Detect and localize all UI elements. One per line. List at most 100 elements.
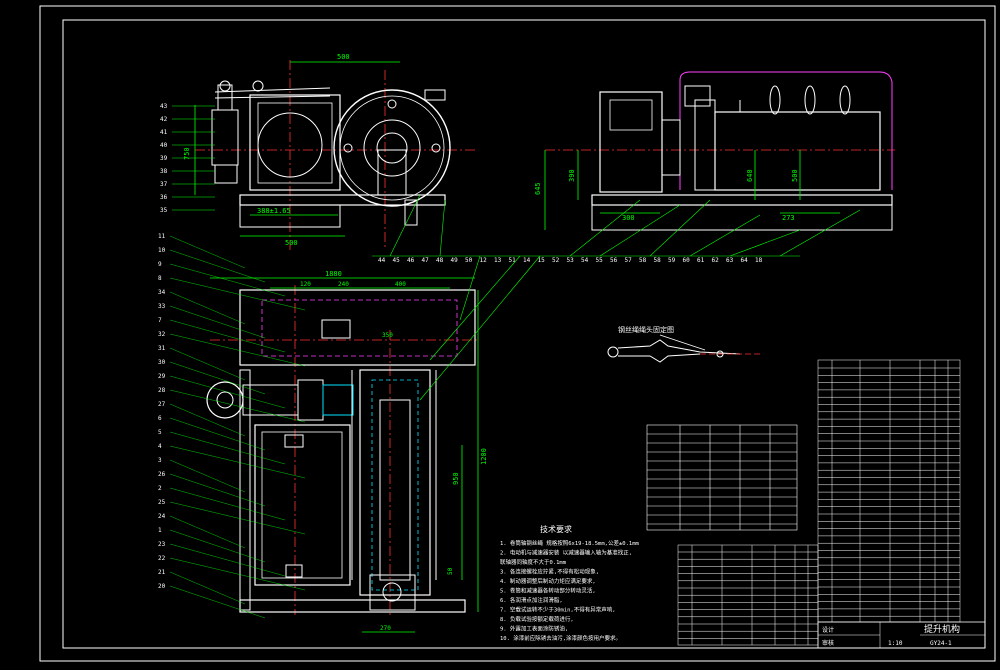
part-label-plan: 1 [158, 527, 162, 534]
part-label-front: 43 [160, 103, 168, 110]
title-block: 设计 审核 1:10 提升机构 GY24-1 [817, 621, 986, 649]
dim-side-h1: 390 [568, 169, 576, 182]
part-label-row: 63 [726, 257, 734, 264]
leader-line [169, 403, 246, 437]
part-label-plan: 5 [158, 429, 162, 436]
dim-front-top: 500 [337, 53, 350, 61]
part-label-plan: 30 [158, 359, 166, 366]
leader-line [169, 333, 306, 367]
part-label-row: 48 [436, 257, 444, 264]
part-label-front: 41 [160, 129, 168, 136]
tech-requirement-line: 3. 各连接螺栓应拧紧,不得有松动现象, [500, 568, 599, 576]
part-label-row: 60 [683, 257, 691, 264]
part-label-front: 42 [160, 116, 168, 123]
part-label-plan: 22 [158, 555, 166, 562]
leader-line [169, 543, 286, 577]
leader-line [169, 529, 266, 563]
part-label-plan: 33 [158, 303, 166, 310]
dim-plan-d2: 240 [338, 281, 349, 288]
tech-requirement-line: 9. 外露加工表面涂防锈油, [500, 625, 568, 633]
part-label-row: 15 [538, 257, 546, 264]
part-label-row: 57 [625, 257, 633, 264]
dim-plan-vert: 950 [452, 472, 460, 485]
part-label-plan: 4 [158, 443, 162, 450]
part-label-row: 52 [552, 257, 560, 264]
part-label-row: 50 [465, 257, 473, 264]
leader-line [169, 375, 286, 409]
inner-frame [62, 19, 986, 649]
outer-frame [39, 5, 996, 662]
leader-line [169, 557, 306, 591]
part-label-plan: 6 [158, 415, 162, 422]
rope-end-detail: 钢丝绳绳头固定图 [607, 325, 760, 363]
side-view: 645 390 300 640 500 273 [534, 71, 895, 231]
parts-list-right [817, 359, 961, 623]
tech-requirement-line: 联轴器同轴度不大于0.1mm [500, 558, 567, 566]
leader-line [169, 515, 246, 549]
leader-line [169, 501, 306, 535]
leader-line [169, 347, 246, 381]
part-label-row: 59 [668, 257, 676, 264]
dim-side-h2: 640 [746, 169, 754, 182]
part-label-front: 37 [160, 181, 168, 188]
leader-line [169, 235, 246, 269]
tech-requirement-line: 5. 卷筒和减速器各转动部分转动灵活, [500, 587, 596, 595]
part-label-plan: 11 [158, 233, 166, 240]
title-checker: 审核 [822, 639, 834, 647]
dim-plan-small: 50 [447, 567, 454, 575]
leader-line [169, 459, 246, 493]
drawing-number: GY24-1 [930, 640, 952, 647]
drawing-name: 提升机构 [924, 623, 960, 635]
part-label-row: 53 [567, 257, 575, 264]
leader-line [169, 473, 266, 507]
part-label-front: 35 [160, 207, 168, 214]
dim-side-height: 645 [534, 182, 542, 195]
leader-line [169, 361, 266, 395]
part-label-plan: 20 [158, 583, 166, 590]
part-label-row: 51 [509, 257, 517, 264]
part-label-row: 55 [596, 257, 604, 264]
dim-plan-d1: 120 [300, 281, 311, 288]
part-label-plan: 21 [158, 569, 166, 576]
part-label-plan: 2 [158, 485, 162, 492]
dim-front-base-span: 388±1.65 [257, 207, 291, 215]
parts-list-bottom [677, 544, 819, 646]
dim-plan-d5: 400 [395, 281, 406, 288]
part-label-row: 64 [741, 257, 749, 264]
part-label-front: 40 [160, 142, 168, 149]
part-label-plan: 7 [158, 317, 162, 324]
leader-line [169, 487, 286, 521]
part-label-plan: 25 [158, 499, 166, 506]
part-label-plan: 34 [158, 289, 166, 296]
leader-line [169, 417, 266, 451]
part-label-plan: 9 [158, 261, 162, 268]
part-label-plan: 29 [158, 373, 166, 380]
tech-requirement-line: 8. 负载试验按额定载荷进行, [500, 615, 574, 623]
dim-side-w1: 300 [622, 214, 635, 222]
part-label-row: 61 [697, 257, 705, 264]
part-label-plan: 28 [158, 387, 166, 394]
part-label-plan: 3 [158, 457, 162, 464]
part-label-row: 44 [378, 257, 386, 264]
tech-requirement-line: 2. 电动机与减速器安装 以减速器输入轴为基准找正, [500, 549, 632, 557]
part-label-plan: 10 [158, 247, 166, 254]
part-label-plan: 31 [158, 345, 166, 352]
dim-plan-sub: 270 [380, 625, 391, 632]
part-label-plan: 27 [158, 401, 166, 408]
part-label-row: 54 [581, 257, 589, 264]
part-label-row: 12 [480, 257, 488, 264]
dim-front-height: 750 [183, 147, 191, 160]
tech-requirements: 技术要求 1. 卷筒轴钢丝绳 规格按照6x19-18.5mm,公差±0.1mm2… [500, 524, 640, 642]
leader-line [169, 263, 286, 297]
tech-requirement-line: 6. 各润滑点加注润滑脂, [500, 596, 563, 604]
part-label-row: 18 [755, 257, 763, 264]
part-label-row: 56 [610, 257, 618, 264]
leader-line [169, 445, 306, 479]
dim-plan-gap: 350 [382, 332, 393, 339]
part-label-row: 46 [407, 257, 415, 264]
tech-title: 技术要求 [540, 524, 572, 534]
dim-plan-height: 1200 [480, 448, 488, 465]
dim-front-bottom: 500 [285, 239, 298, 247]
part-label-row: 49 [451, 257, 459, 264]
